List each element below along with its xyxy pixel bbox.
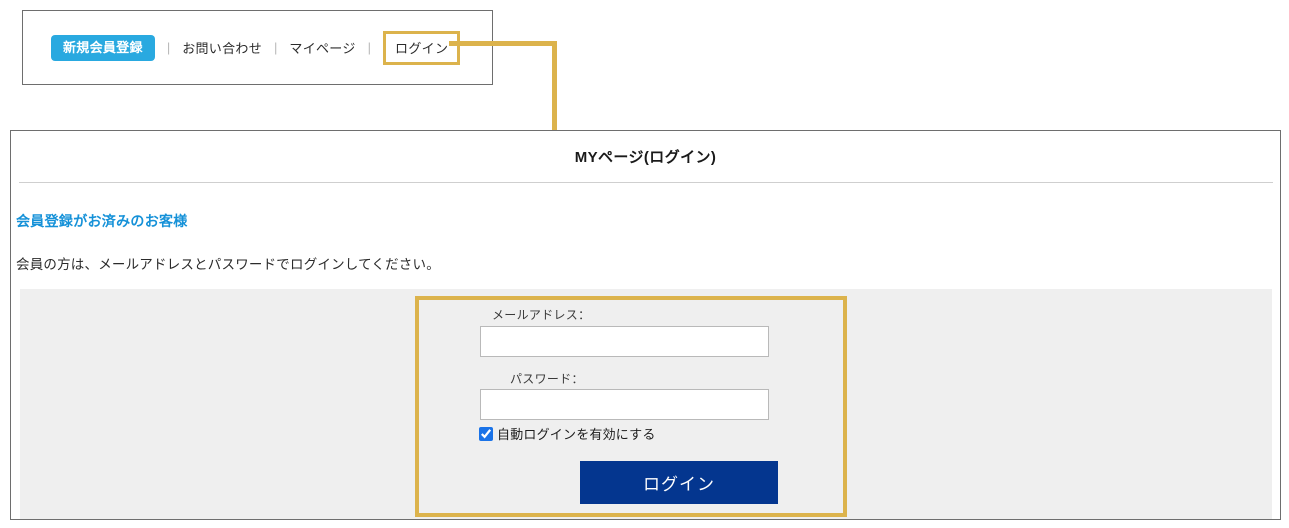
nav-separator-2: | bbox=[274, 40, 278, 55]
nav-separator-3: | bbox=[367, 40, 372, 55]
title-divider bbox=[19, 182, 1273, 183]
auto-login-row: 自動ログインを有効にする bbox=[479, 424, 656, 443]
top-nav-container: 新規会員登録 | お問い合わせ | マイページ | ログイン bbox=[22, 10, 493, 85]
top-nav-row: 新規会員登録 | お問い合わせ | マイページ | ログイン bbox=[23, 11, 492, 84]
nav-link-login[interactable]: ログイン bbox=[383, 30, 461, 65]
nav-link-mypage[interactable]: マイページ bbox=[289, 41, 356, 56]
email-input[interactable] bbox=[480, 326, 769, 357]
page-title: MYページ(ログイン) bbox=[574, 149, 717, 166]
email-field-label: メールアドレス： bbox=[492, 308, 591, 322]
nav-separator-1: | bbox=[166, 40, 171, 55]
section-description: 会員の方は、メールアドレスとパスワードでログインしてください。 bbox=[16, 257, 440, 272]
password-input[interactable] bbox=[480, 389, 769, 420]
section-heading-registered-customer: 会員登録がお済みのお客様 bbox=[16, 213, 188, 229]
annotation-connector-horizontal bbox=[449, 41, 557, 46]
auto-login-checkbox[interactable] bbox=[479, 426, 493, 441]
password-field-label: パスワード： bbox=[510, 372, 584, 386]
login-submit-button[interactable]: ログイン bbox=[580, 461, 778, 504]
nav-link-contact[interactable]: お問い合わせ bbox=[182, 41, 263, 56]
new-member-registration-button[interactable]: 新規会員登録 bbox=[51, 34, 155, 61]
auto-login-label: 自動ログインを有効にする bbox=[497, 427, 656, 442]
